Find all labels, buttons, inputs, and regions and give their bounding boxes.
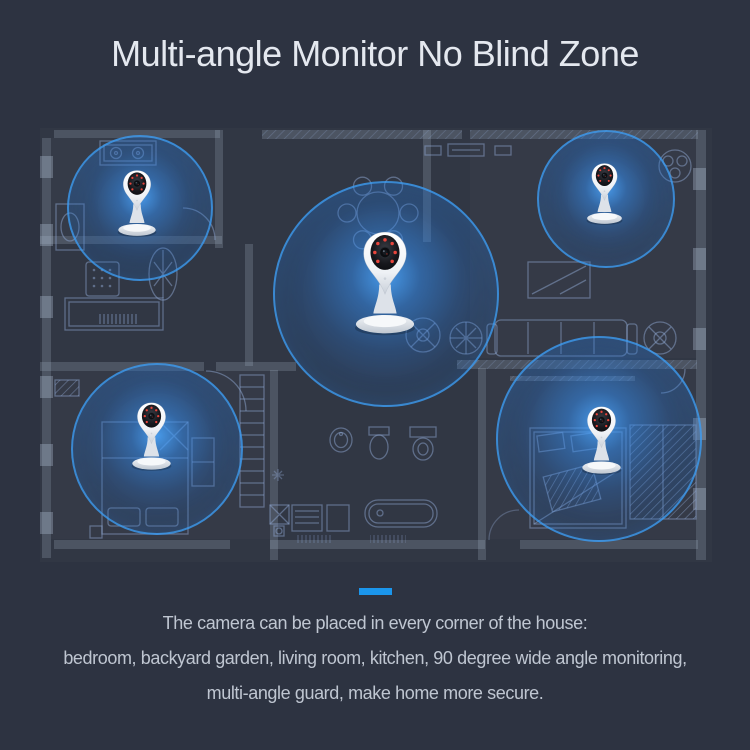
description-line-2: bedroom, backyard garden, living room, k…: [63, 648, 687, 668]
security-camera-icon-4: [131, 400, 172, 472]
page-title: Multi-angle Monitor No Blind Zone: [111, 33, 639, 74]
floor-plan: [40, 128, 712, 562]
security-camera-icon-2: [354, 228, 416, 337]
security-camera-icon-3: [586, 161, 623, 226]
window-sills: [40, 156, 706, 534]
security-camera-icon-5: [581, 404, 622, 476]
security-camera-icon-1: [117, 168, 157, 238]
description-line-1: The camera can be placed in every corner…: [162, 613, 588, 633]
description-line-3: multi-angle guard, make home more secure…: [206, 683, 544, 703]
section-divider: [359, 588, 392, 595]
